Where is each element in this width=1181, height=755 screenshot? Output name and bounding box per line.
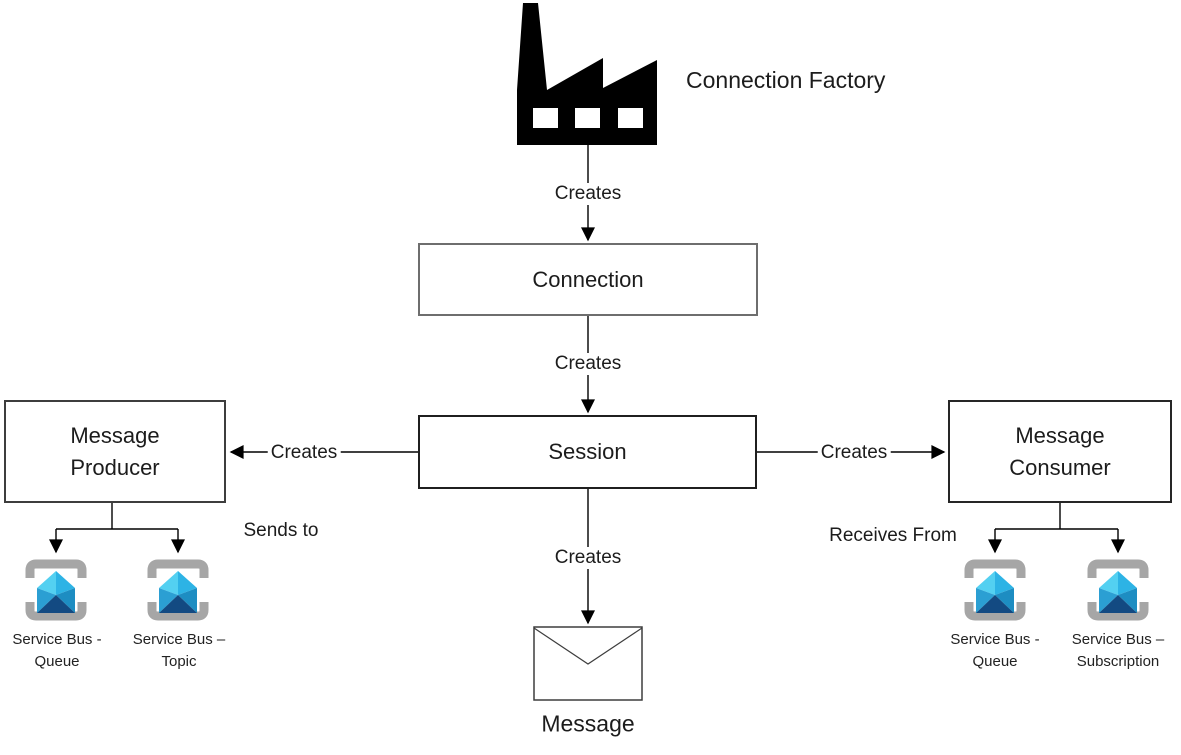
service-bus-subscription-caption: Service Bus – Subscription bbox=[1043, 629, 1181, 673]
creates-label: Creates bbox=[817, 442, 891, 464]
caption-line: Queue bbox=[34, 653, 80, 670]
envelope-roof-left bbox=[37, 571, 56, 595]
envelope-wall-right bbox=[1118, 588, 1137, 613]
bracket-bottom bbox=[1087, 602, 1149, 621]
envelope-flap bbox=[533, 627, 643, 665]
caption-line: Service Bus - bbox=[950, 631, 1040, 648]
bracket-bottom bbox=[964, 602, 1026, 621]
message-producer-node: Message Producer bbox=[4, 400, 226, 503]
factory-window bbox=[618, 108, 643, 128]
message-envelope-icon bbox=[533, 626, 643, 701]
envelope-base bbox=[159, 595, 197, 613]
envelope-wall-left bbox=[976, 588, 995, 613]
message-producer-node-label: Message Producer bbox=[70, 422, 160, 480]
caption-line: Topic bbox=[161, 653, 197, 670]
envelope-wall-right bbox=[56, 588, 75, 613]
envelope-roof-left bbox=[1099, 571, 1118, 595]
envelope-roof-right bbox=[56, 571, 75, 595]
message-label: Message bbox=[541, 710, 635, 737]
envelope-base bbox=[1099, 595, 1137, 613]
creates-label: Creates bbox=[551, 183, 625, 205]
bracket-top bbox=[25, 559, 87, 578]
envelope-roof-left bbox=[159, 571, 178, 595]
bracket-top bbox=[964, 559, 1026, 578]
caption-line: Service Bus – bbox=[1071, 631, 1165, 648]
service-bus-subscription-icon bbox=[1087, 559, 1149, 621]
envelope-wall-left bbox=[159, 588, 178, 613]
envelope-wall-right bbox=[178, 588, 197, 613]
envelope-base bbox=[37, 595, 75, 613]
factory-window bbox=[575, 108, 600, 128]
caption-line: Subscription bbox=[1076, 653, 1160, 670]
bracket-top bbox=[147, 559, 209, 578]
creates-label: Creates bbox=[551, 547, 625, 569]
service-bus-queue-icon bbox=[25, 559, 87, 621]
connection-node: Connection bbox=[418, 243, 758, 316]
service-bus-queue-caption: Service Bus - Queue bbox=[920, 629, 1070, 673]
connection-node-label: Connection bbox=[532, 266, 644, 292]
envelope-base bbox=[976, 595, 1014, 613]
creates-label: Creates bbox=[267, 442, 341, 464]
service-bus-queue-caption: Service Bus - Queue bbox=[0, 629, 132, 673]
factory-icon bbox=[517, 3, 657, 145]
receives-from-label: Receives From bbox=[826, 525, 960, 547]
caption-line: Queue bbox=[972, 653, 1018, 670]
creates-label: Creates bbox=[551, 353, 625, 375]
message-consumer-node: Message Consumer bbox=[948, 400, 1172, 503]
bracket-top bbox=[1087, 559, 1149, 578]
service-bus-topic-icon bbox=[147, 559, 209, 621]
bracket-bottom bbox=[147, 602, 209, 621]
envelope-wall-left bbox=[37, 588, 56, 613]
session-node-label: Session bbox=[548, 439, 627, 465]
session-node: Session bbox=[418, 415, 757, 489]
service-bus-queue-icon bbox=[964, 559, 1026, 621]
caption-line: Service Bus – bbox=[132, 631, 226, 648]
service-bus-topic-caption: Service Bus – Topic bbox=[104, 629, 254, 673]
envelope-roof-right bbox=[995, 571, 1014, 595]
envelope-roof-left bbox=[976, 571, 995, 595]
envelope-wall-left bbox=[1099, 588, 1118, 613]
factory-window bbox=[533, 108, 558, 128]
envelope-wall-right bbox=[995, 588, 1014, 613]
bracket-bottom bbox=[25, 602, 87, 621]
sends-to-label: Sends to bbox=[240, 520, 322, 542]
connection-factory-label: Connection Factory bbox=[686, 67, 886, 93]
caption-line: Service Bus - bbox=[12, 631, 102, 648]
message-consumer-node-label: Message Consumer bbox=[1009, 422, 1111, 480]
envelope-roof-right bbox=[1118, 571, 1137, 595]
envelope-roof-right bbox=[178, 571, 197, 595]
